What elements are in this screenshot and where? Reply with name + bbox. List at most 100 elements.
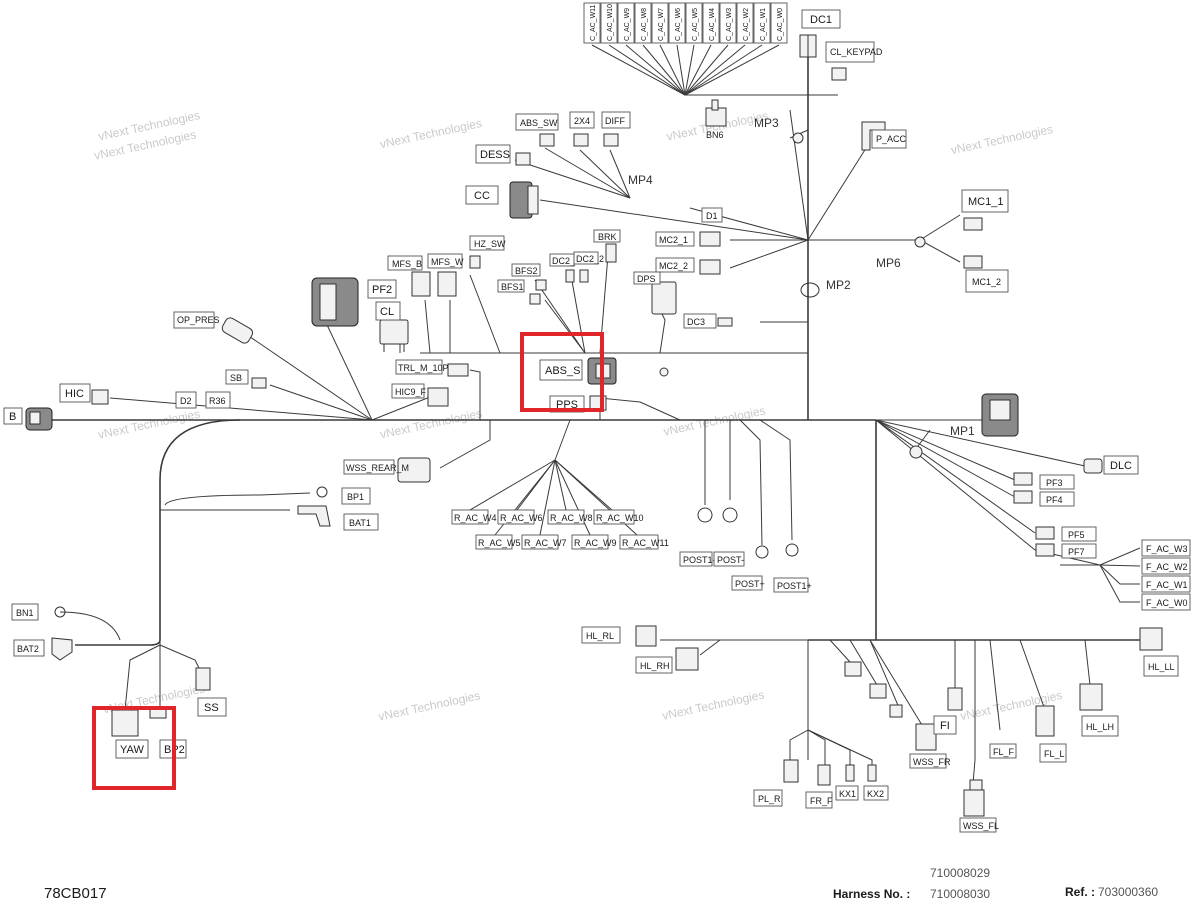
svg-text:R_AC_W9: R_AC_W9 — [574, 538, 617, 548]
connector-label: C_AC_W1 — [760, 8, 767, 41]
svg-text:FL_F: FL_F — [993, 747, 1015, 757]
label-hl-lh: HL_LH — [1081, 715, 1119, 737]
connector-label: C_AC_W3 — [726, 8, 733, 41]
svg-text:P_ACC: P_ACC — [876, 134, 907, 144]
rear-ac-labels: R_AC_W4 R_AC_W6 R_AC_W8 R_AC_W10 R_AC_W5… — [451, 509, 669, 550]
mc2-2-connector-icon — [699, 259, 721, 275]
svg-text:DESS: DESS — [480, 149, 510, 161]
lamp-connector-icon — [889, 704, 903, 718]
mfs-b-connector-icon — [411, 271, 431, 297]
label-hl-rl: HL_RL — [581, 626, 621, 644]
fi-connector-icon — [947, 687, 963, 711]
label-mp6: MP6 — [876, 256, 901, 270]
label-d1: D1 — [701, 207, 723, 223]
label-wss-fl: WSS_FL — [959, 817, 999, 833]
mp6-splice-icon — [914, 236, 926, 248]
svg-text:R_AC_W4: R_AC_W4 — [454, 513, 497, 523]
diff-connector-icon — [603, 133, 619, 147]
label-pf5: PF5 — [1061, 526, 1097, 542]
svg-text:R_AC_W11: R_AC_W11 — [622, 538, 669, 548]
wss-rear-m-connector-icon — [397, 457, 431, 483]
label-f-ac-w3: F_AC_W3 — [1141, 539, 1191, 557]
svg-text:WSS_FL: WSS_FL — [963, 821, 999, 831]
svg-text:MP3: MP3 — [754, 116, 779, 130]
watermark-text: vNext Technologies — [662, 403, 766, 438]
svg-text:B: B — [9, 411, 16, 423]
svg-text:PF2: PF2 — [372, 284, 392, 296]
mc1-2-connector-icon — [963, 255, 983, 269]
highlight-layer — [92, 332, 604, 790]
label-ss: SS — [197, 697, 227, 717]
label-fr-f: FR_F — [805, 791, 833, 809]
label-dps: DPS — [633, 271, 661, 285]
label-dess: DESS — [475, 144, 511, 164]
dps-connector-icon — [651, 281, 677, 315]
svg-text:KX2: KX2 — [867, 789, 884, 799]
cl-keypad-connector-icon — [831, 67, 847, 81]
brk-connector-icon — [605, 243, 617, 263]
svg-text:PF3: PF3 — [1046, 478, 1063, 488]
label-hz-sw: HZ_SW — [469, 235, 506, 251]
label-pl-r: PL_R — [753, 789, 783, 807]
post1-plus-terminal-icon — [785, 543, 799, 557]
label-kx2: KX2 — [863, 785, 889, 801]
svg-text:FL_L: FL_L — [1044, 749, 1065, 759]
label-mfs-b: MFS_B — [387, 255, 423, 271]
svg-text:CL: CL — [380, 306, 394, 318]
pf5-connector-icon — [1035, 526, 1055, 540]
harness-number-2: 710008030 — [930, 887, 991, 901]
svg-text:HL_LH: HL_LH — [1086, 722, 1114, 732]
wss-fr-connector-icon — [915, 723, 937, 751]
label-brk: BRK — [593, 229, 621, 243]
svg-text:D2: D2 — [180, 396, 192, 406]
svg-text:R36: R36 — [209, 396, 226, 406]
fr-f-connector-icon — [817, 764, 831, 786]
svg-text:CC: CC — [474, 190, 490, 202]
label-dc1: DC1 — [801, 9, 841, 29]
label-mfs-w: MFS_W — [427, 253, 464, 269]
svg-text:CL_KEYPAD: CL_KEYPAD — [830, 47, 883, 57]
label-mp3: MP3 — [754, 116, 779, 130]
svg-text:PF7: PF7 — [1068, 547, 1085, 557]
label-mc2-2: MC2_2 — [655, 257, 695, 273]
svg-text:MC2_1: MC2_1 — [659, 235, 688, 245]
svg-text:POST+: POST+ — [735, 579, 765, 589]
pf7-connector-icon — [1035, 543, 1055, 557]
pf3-connector-icon — [1013, 472, 1033, 486]
label-mc2-1: MC2_1 — [655, 231, 695, 247]
label-wss-rear-m: WSS_REAR_M — [343, 459, 409, 475]
svg-text:DPS: DPS — [637, 274, 656, 284]
label-2x4: 2X4 — [569, 111, 595, 129]
svg-text:R_AC_W8: R_AC_W8 — [550, 513, 593, 523]
hl-lh-connector-icon — [1079, 683, 1103, 711]
svg-text:BN6: BN6 — [706, 130, 724, 140]
label-bp1: BP1 — [341, 487, 371, 505]
svg-text:WSS_REAR_M: WSS_REAR_M — [346, 463, 409, 473]
svg-text:BRK: BRK — [598, 232, 617, 242]
mc1-1-connector-icon — [963, 217, 983, 231]
highlight-abs-s — [520, 332, 604, 412]
watermark-text: vNext Technologies — [97, 407, 201, 442]
svg-text:DLC: DLC — [1110, 460, 1132, 472]
watermark-text: vNext Technologies — [379, 116, 483, 151]
svg-text:POST1+: POST1+ — [777, 581, 812, 591]
label-r-ac-w9: R_AC_W9 — [571, 534, 617, 550]
p-acc-connector-icon — [861, 121, 886, 151]
svg-text:R_AC_W6: R_AC_W6 — [500, 513, 543, 523]
svg-text:2X4: 2X4 — [574, 116, 590, 126]
svg-text:MC1_1: MC1_1 — [968, 196, 1003, 208]
ss-connector-icon — [195, 667, 211, 691]
svg-text:POST-: POST- — [717, 555, 744, 565]
svg-text:PL_R: PL_R — [758, 794, 781, 804]
label-bfs1: BFS1 — [497, 279, 525, 293]
connector-label: C_AC_W0 — [777, 8, 784, 41]
label-r-ac-w4: R_AC_W4 — [451, 509, 497, 525]
label-mc1-2: MC1_2 — [965, 269, 1009, 293]
label-r-ac-w7: R_AC_W7 — [521, 534, 567, 550]
svg-text:TRL_M_10P: TRL_M_10P — [398, 363, 449, 373]
label-fi: FI — [933, 715, 957, 735]
label-cc: CC — [465, 185, 499, 205]
label-post-plus: POST+ — [731, 575, 765, 591]
label-hl-rh: HL_RH — [635, 656, 673, 674]
